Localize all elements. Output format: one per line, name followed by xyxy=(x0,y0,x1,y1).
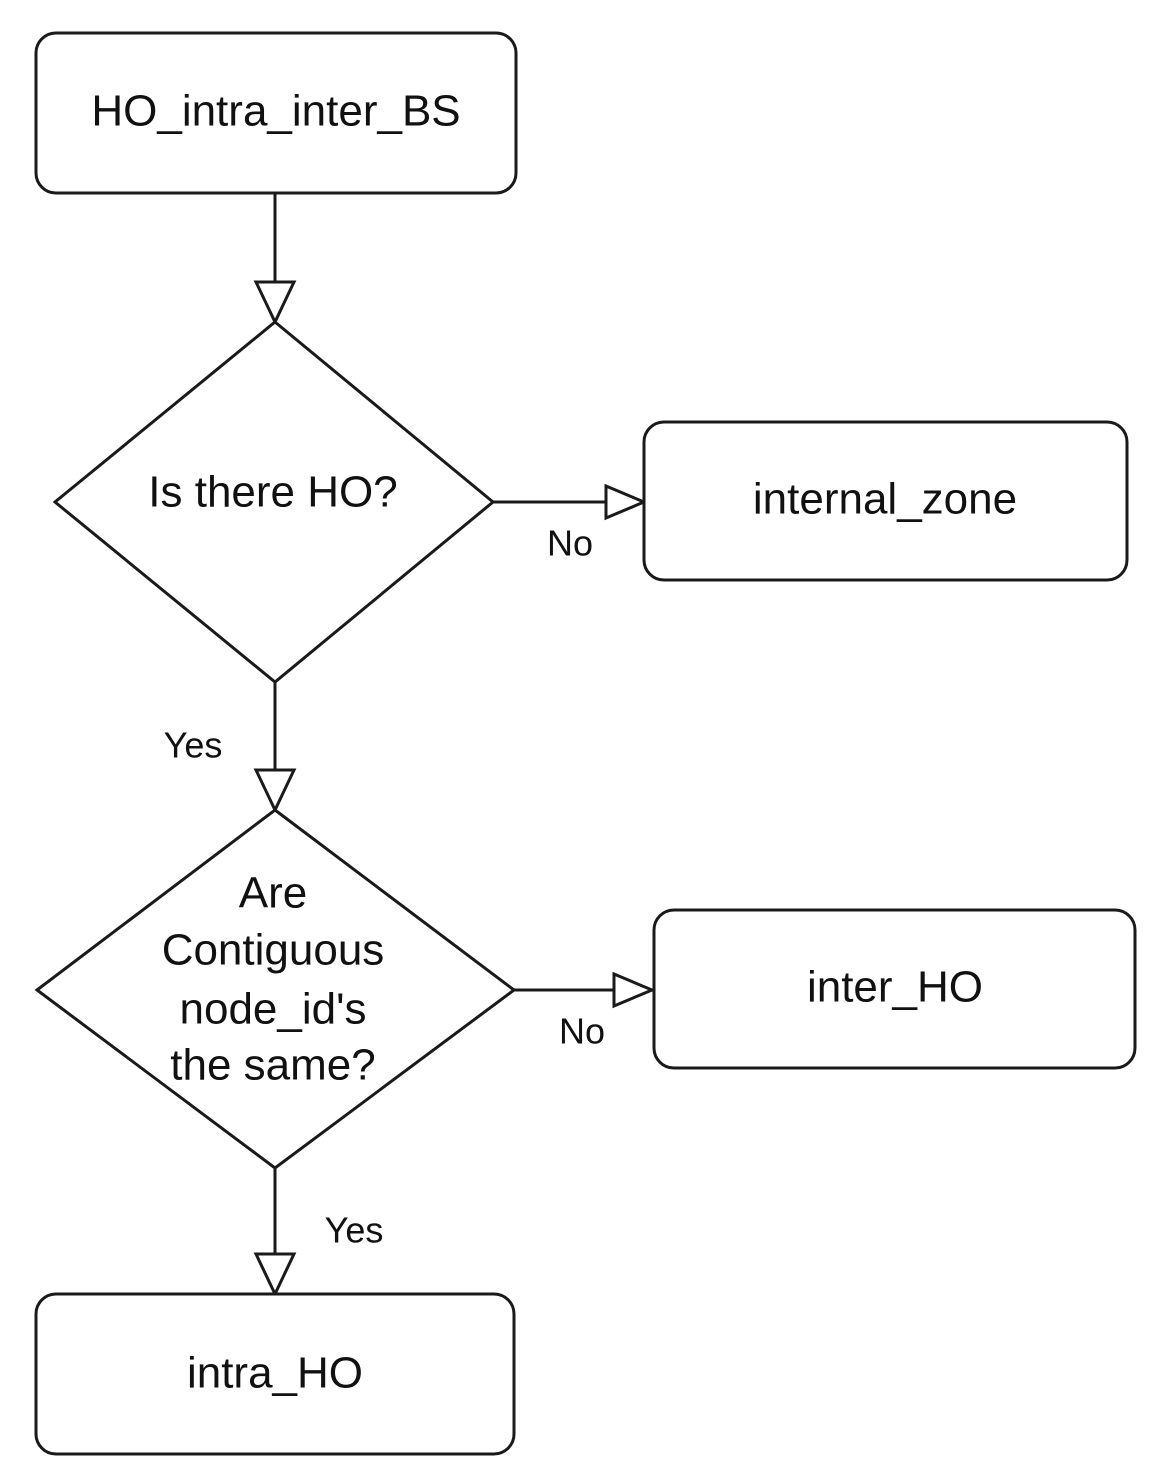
edge-decision-ho-yes: Yes xyxy=(164,682,297,814)
node-decision-node-line-2: Contiguous xyxy=(162,926,385,975)
edge-decision-node-no-label: No xyxy=(559,1011,605,1052)
edge-decision-ho-no: No xyxy=(493,483,648,564)
node-decision-node: Are Contiguous node_id's the same? xyxy=(34,808,517,1170)
node-decision-ho: Is there HO? xyxy=(52,320,496,684)
edge-decision-node-yes-label: Yes xyxy=(325,1210,384,1251)
node-inter-ho-label: inter_HO xyxy=(807,963,983,1012)
node-internal-zone-label: internal_zone xyxy=(753,475,1017,524)
node-intra-ho-box xyxy=(34,1292,516,1456)
arrowhead-right-icon xyxy=(604,483,648,521)
node-inter-ho: inter_HO xyxy=(652,908,1137,1070)
node-intra-ho-label: intra_HO xyxy=(187,1349,363,1398)
node-start-label: HO_intra_inter_BS xyxy=(91,87,460,136)
arrowhead-down-icon xyxy=(253,280,297,326)
edge-decision-node-yes: Yes xyxy=(253,1168,384,1298)
arrowhead-down-icon xyxy=(253,768,297,814)
arrowhead-right-icon xyxy=(612,971,656,1009)
node-decision-ho-label: Is there HO? xyxy=(148,468,397,517)
edge-decision-ho-no-label: No xyxy=(547,523,593,564)
edge-decision-ho-yes-label: Yes xyxy=(164,725,223,766)
edge-decision-node-no: No xyxy=(514,971,656,1052)
node-intra-ho: intra_HO xyxy=(34,1292,516,1456)
node-inter-ho-box xyxy=(652,908,1137,1070)
node-internal-zone-box xyxy=(642,420,1129,582)
edge-start-to-decision-ho xyxy=(253,193,297,326)
node-decision-node-line-3: node_id's xyxy=(180,985,367,1034)
node-decision-node-line-1: Are xyxy=(239,869,307,918)
node-start: HO_intra_inter_BS xyxy=(34,31,518,195)
node-decision-node-line-4: the same? xyxy=(170,1041,375,1090)
arrowhead-down-icon xyxy=(253,1252,297,1298)
node-internal-zone: internal_zone xyxy=(642,420,1129,582)
